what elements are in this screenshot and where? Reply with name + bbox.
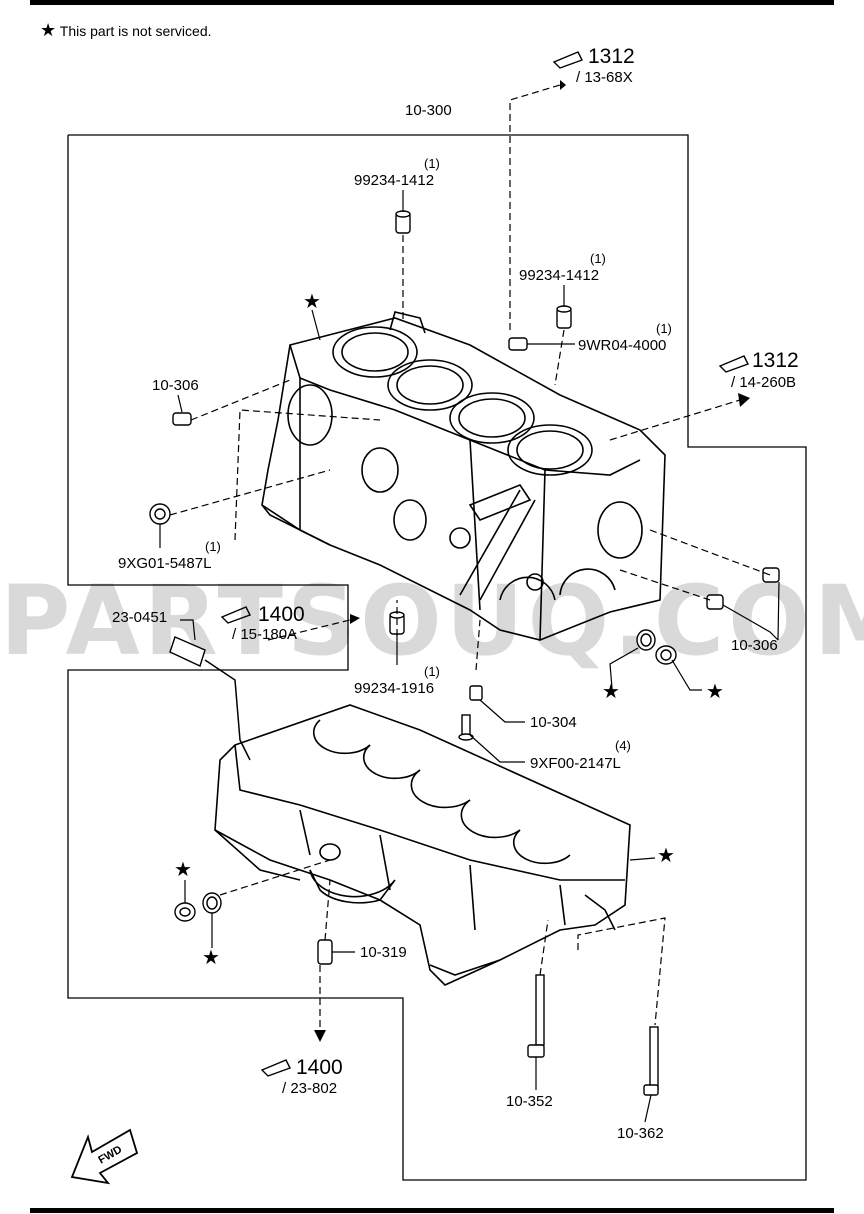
label-9xg01-5487l[interactable]: 9XG01-5487L (118, 555, 212, 572)
star-icon: ★ (602, 681, 620, 703)
solid-leaders (159, 190, 780, 1123)
top-border (30, 0, 834, 5)
ref-page: / 23-802 (282, 1080, 338, 1097)
label-10-362[interactable]: 10-362 (617, 1125, 664, 1142)
reference-icon (220, 606, 251, 624)
qty-99234-1412-b: (1) (590, 251, 606, 266)
ref-1400-mid[interactable]: 1400 (258, 604, 305, 625)
star-icon: ★ (40, 20, 57, 40)
star-icon: ★ (303, 291, 321, 313)
label-23-0451[interactable]: 23-0451 (112, 609, 168, 626)
star-icon: ★ (174, 859, 192, 881)
ref-1312-top[interactable]: 1312 (588, 46, 635, 67)
star-icon: ★ (202, 947, 220, 969)
ref-number: 1400 (258, 603, 305, 626)
label-10-306-left[interactable]: 10-306 (152, 377, 199, 394)
label-10-319[interactable]: 10-319 (360, 944, 407, 961)
label-99234-1412-b[interactable]: 99234-1412 (519, 267, 600, 284)
qty-9xg01-5487l: (1) (205, 539, 221, 554)
ref-page: / 14-260B (731, 374, 797, 391)
ref-1312-right-sub[interactable]: / 14-260B (731, 375, 796, 391)
reference-icon (552, 51, 583, 69)
label-99234-1916[interactable]: 99234-1916 (354, 680, 435, 697)
ref-icon-group (220, 51, 749, 1077)
star-icon: ★ (657, 845, 675, 867)
qty-99234-1916: (1) (424, 664, 440, 679)
ref-1400-bottom[interactable]: 1400 (296, 1057, 343, 1078)
upper-group-outline (67, 134, 807, 1181)
bottom-border (30, 1208, 834, 1213)
label-10-306-right[interactable]: 10-306 (731, 637, 778, 654)
ref-1312-right[interactable]: 1312 (752, 350, 799, 371)
label-10-300[interactable]: 10-300 (405, 102, 452, 119)
ref-page: / 15-180A (232, 626, 298, 643)
qty-99234-1412-a: (1) (424, 156, 440, 171)
label-10-304[interactable]: 10-304 (530, 714, 577, 731)
sensor-wire (204, 659, 251, 761)
ref-number: 1400 (296, 1056, 343, 1079)
qty-9xf00-2147l: (4) (615, 738, 631, 753)
label-10-352[interactable]: 10-352 (506, 1093, 553, 1110)
watermark: PARTSOUQ.COM (0, 565, 864, 677)
reference-icon (718, 355, 749, 373)
legend-note: ★ This part is not serviced. (40, 20, 212, 41)
ref-number: 1312 (752, 349, 799, 372)
reference-icon (260, 1059, 291, 1077)
label-9wr04-4000[interactable]: 9WR04-4000 (578, 337, 667, 354)
ref-1312-top-sub[interactable]: / 13-68X (576, 70, 633, 86)
fwd-arrow-icon (70, 1128, 139, 1185)
cylinder-block-lower (214, 704, 631, 986)
ref-1400-bottom-sub[interactable]: / 23-802 (282, 1081, 337, 1097)
dashed-leaders (169, 80, 771, 1042)
cylinder-block-upper (261, 311, 666, 641)
label-99234-1412-a[interactable]: 99234-1412 (354, 172, 435, 189)
qty-9wr04-4000: (1) (656, 321, 672, 336)
legend-text: This part is not serviced. (59, 23, 212, 39)
ref-1400-mid-sub[interactable]: / 15-180A (232, 627, 297, 643)
ref-number: 1312 (588, 45, 635, 68)
star-icon: ★ (706, 681, 724, 703)
label-9xf00-2147l[interactable]: 9XF00-2147L (530, 755, 621, 772)
ref-page: / 13-68X (576, 69, 633, 86)
